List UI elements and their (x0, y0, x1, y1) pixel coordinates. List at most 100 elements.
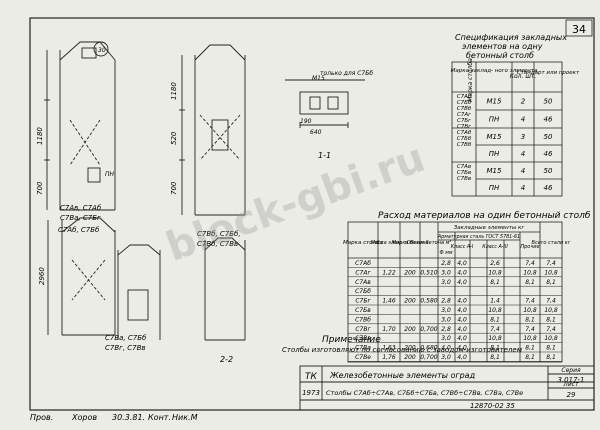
prov-name: Хоров (71, 413, 97, 422)
spec-cell-std: 46 (544, 150, 553, 158)
svg-text:700: 700 (36, 181, 44, 195)
materials-cell-other: 8,1 (525, 316, 535, 323)
materials-cell-mark: С7Бв (355, 307, 371, 314)
post-elevation-3 (47, 217, 116, 336)
materials-cell-mark: С7Ав (355, 279, 371, 286)
stamp-doc-number: 12870-02 35 (470, 402, 515, 410)
stamp-series-title: Железобетонные элементы оград (329, 371, 476, 380)
spec-cell-mark: ПН (489, 116, 500, 124)
materials-cell-other: 10,8 (523, 269, 537, 276)
note-title: Примечание (322, 335, 381, 345)
svg-text:Марка столба: Марка столба (343, 240, 384, 246)
spec-cell-std: 46 (544, 116, 553, 124)
spec-cell-mark: ПН (489, 150, 500, 158)
materials-cell-other: 7,4 (525, 326, 535, 333)
materials-cell-concrete: 200 (404, 326, 416, 333)
materials-cell-mass: 1,76 (382, 354, 396, 361)
materials-cell-a3: 8,1 (490, 279, 500, 286)
materials-table-grid (347, 221, 563, 363)
svg-text:1180: 1180 (36, 127, 44, 145)
spec-table-grid (451, 61, 563, 197)
stamp-description: Столбы С7Аб÷С7Ав, С7Бб÷С7Бв, С7Вб÷С7Вв, … (326, 389, 523, 397)
materials-cell-total: 8,1 (546, 279, 556, 286)
svg-text:190: 190 (300, 118, 312, 125)
materials-cell-other: 8,1 (525, 279, 535, 286)
spec-cell-mark: М15 (487, 98, 502, 106)
kont-label: Конт. (148, 413, 171, 422)
materials-cell-a1: 4,0 (457, 316, 467, 323)
prov-label: Пров. (30, 413, 53, 422)
spec-cell-mark: М15 (487, 167, 502, 175)
svg-text:640: 640 (310, 129, 322, 136)
svg-text:Марка заклад- ного элемента: Марка заклад- ного элемента (451, 68, 538, 74)
spec-cell-post: С7Аг (457, 112, 471, 118)
materials-cell-total: 10,8 (544, 307, 558, 314)
section-1-1 (285, 79, 365, 128)
materials-cell-a1: 4,0 (457, 326, 467, 333)
spec-cell-post: С7Бв (457, 170, 471, 176)
spec-cell-post: С7Бб (457, 100, 472, 106)
materials-cell-total: 7,4 (546, 326, 556, 333)
spec-cell-qty: 4 (521, 167, 525, 175)
materials-cell-mark: С7Аг (355, 269, 371, 276)
materials-cell-total: 7,4 (546, 298, 556, 305)
stamp-sheet-label: Лист (562, 381, 579, 388)
materials-cell-concrete: 200 (404, 298, 416, 305)
svg-text:30: 30 (98, 47, 106, 54)
post-label-3b: С7Ва, С7Бг (60, 214, 101, 222)
materials-cell-a1: 4,0 (457, 298, 467, 305)
materials-cell-a3: 2,6 (490, 260, 500, 267)
post-elevation-2 (179, 44, 246, 216)
materials-cell-a3: 7,4 (490, 326, 500, 333)
svg-text:М15: М15 (312, 75, 325, 82)
materials-cell-a1: 4,0 (457, 260, 467, 267)
materials-cell-a3: 1,4 (490, 298, 500, 305)
spec-cell-post: С7Бб (457, 136, 472, 142)
materials-cell-a3: 10,8 (488, 335, 502, 342)
spec-cell-qty: 4 (521, 116, 525, 124)
materials-cell-a3: 10,8 (488, 269, 502, 276)
materials-cell-d1: 2,8 (441, 298, 451, 305)
materials-cell-volume: 0,700 (420, 326, 437, 333)
materials-cell-total: 7,4 (546, 260, 556, 267)
svg-text:700: 700 (170, 181, 178, 195)
materials-cell-other: 10,8 (523, 335, 537, 342)
post-label-4b: С7Вг, С7Вв (105, 344, 146, 352)
kont-name: Ник.М (172, 413, 198, 422)
spec-title-1: Спецификация закладных (455, 33, 567, 42)
stamp-tk: ТК (305, 372, 317, 382)
materials-cell-concrete: 200 (404, 269, 416, 276)
materials-cell-d1: 3,0 (441, 307, 451, 314)
materials-cell-mark: С7Ва (355, 345, 371, 352)
svg-text:Класс А-III: Класс А-III (482, 244, 508, 250)
materials-cell-d1: 2,8 (441, 260, 451, 267)
post-label-3a: С7Ав, С7Аб (60, 204, 102, 212)
spec-cell-post: С7Аб (457, 130, 472, 136)
spec-cell-std: 46 (544, 184, 553, 192)
spec-title-2: элементов на одну (462, 42, 543, 51)
svg-text:Ф мм: Ф мм (440, 250, 453, 256)
section-2-2 (204, 237, 246, 341)
materials-cell-a1: 4,0 (457, 279, 467, 286)
spec-cell-post: С7Бг (457, 118, 471, 124)
svg-text:1180: 1180 (170, 82, 178, 100)
materials-cell-d1: 4,0 (441, 345, 451, 352)
materials-cell-total: 10,8 (544, 335, 558, 342)
spec-cell-post: С7Вб (457, 106, 472, 112)
page-number: 34 (572, 23, 586, 36)
spec-cell-std: 50 (544, 167, 553, 175)
materials-cell-other: 7,4 (525, 298, 535, 305)
spec-cell-mark: ПН (489, 184, 500, 192)
materials-cell-mark: С7Аб (355, 260, 371, 267)
post-label-1: С7Аб, С7Бб (58, 226, 100, 234)
materials-cell-concrete: 200 (404, 354, 416, 361)
svg-text:Марка бетона: Марка бетона (392, 240, 429, 246)
materials-cell-mass: 1,22 (382, 269, 396, 276)
svg-text:520: 520 (170, 131, 178, 145)
materials-cell-mark: С7Вб (355, 316, 371, 323)
svg-text:2960: 2960 (38, 267, 46, 285)
materials-cell-a1: 4,0 (457, 269, 467, 276)
svg-text:Прочие: Прочие (520, 244, 539, 250)
